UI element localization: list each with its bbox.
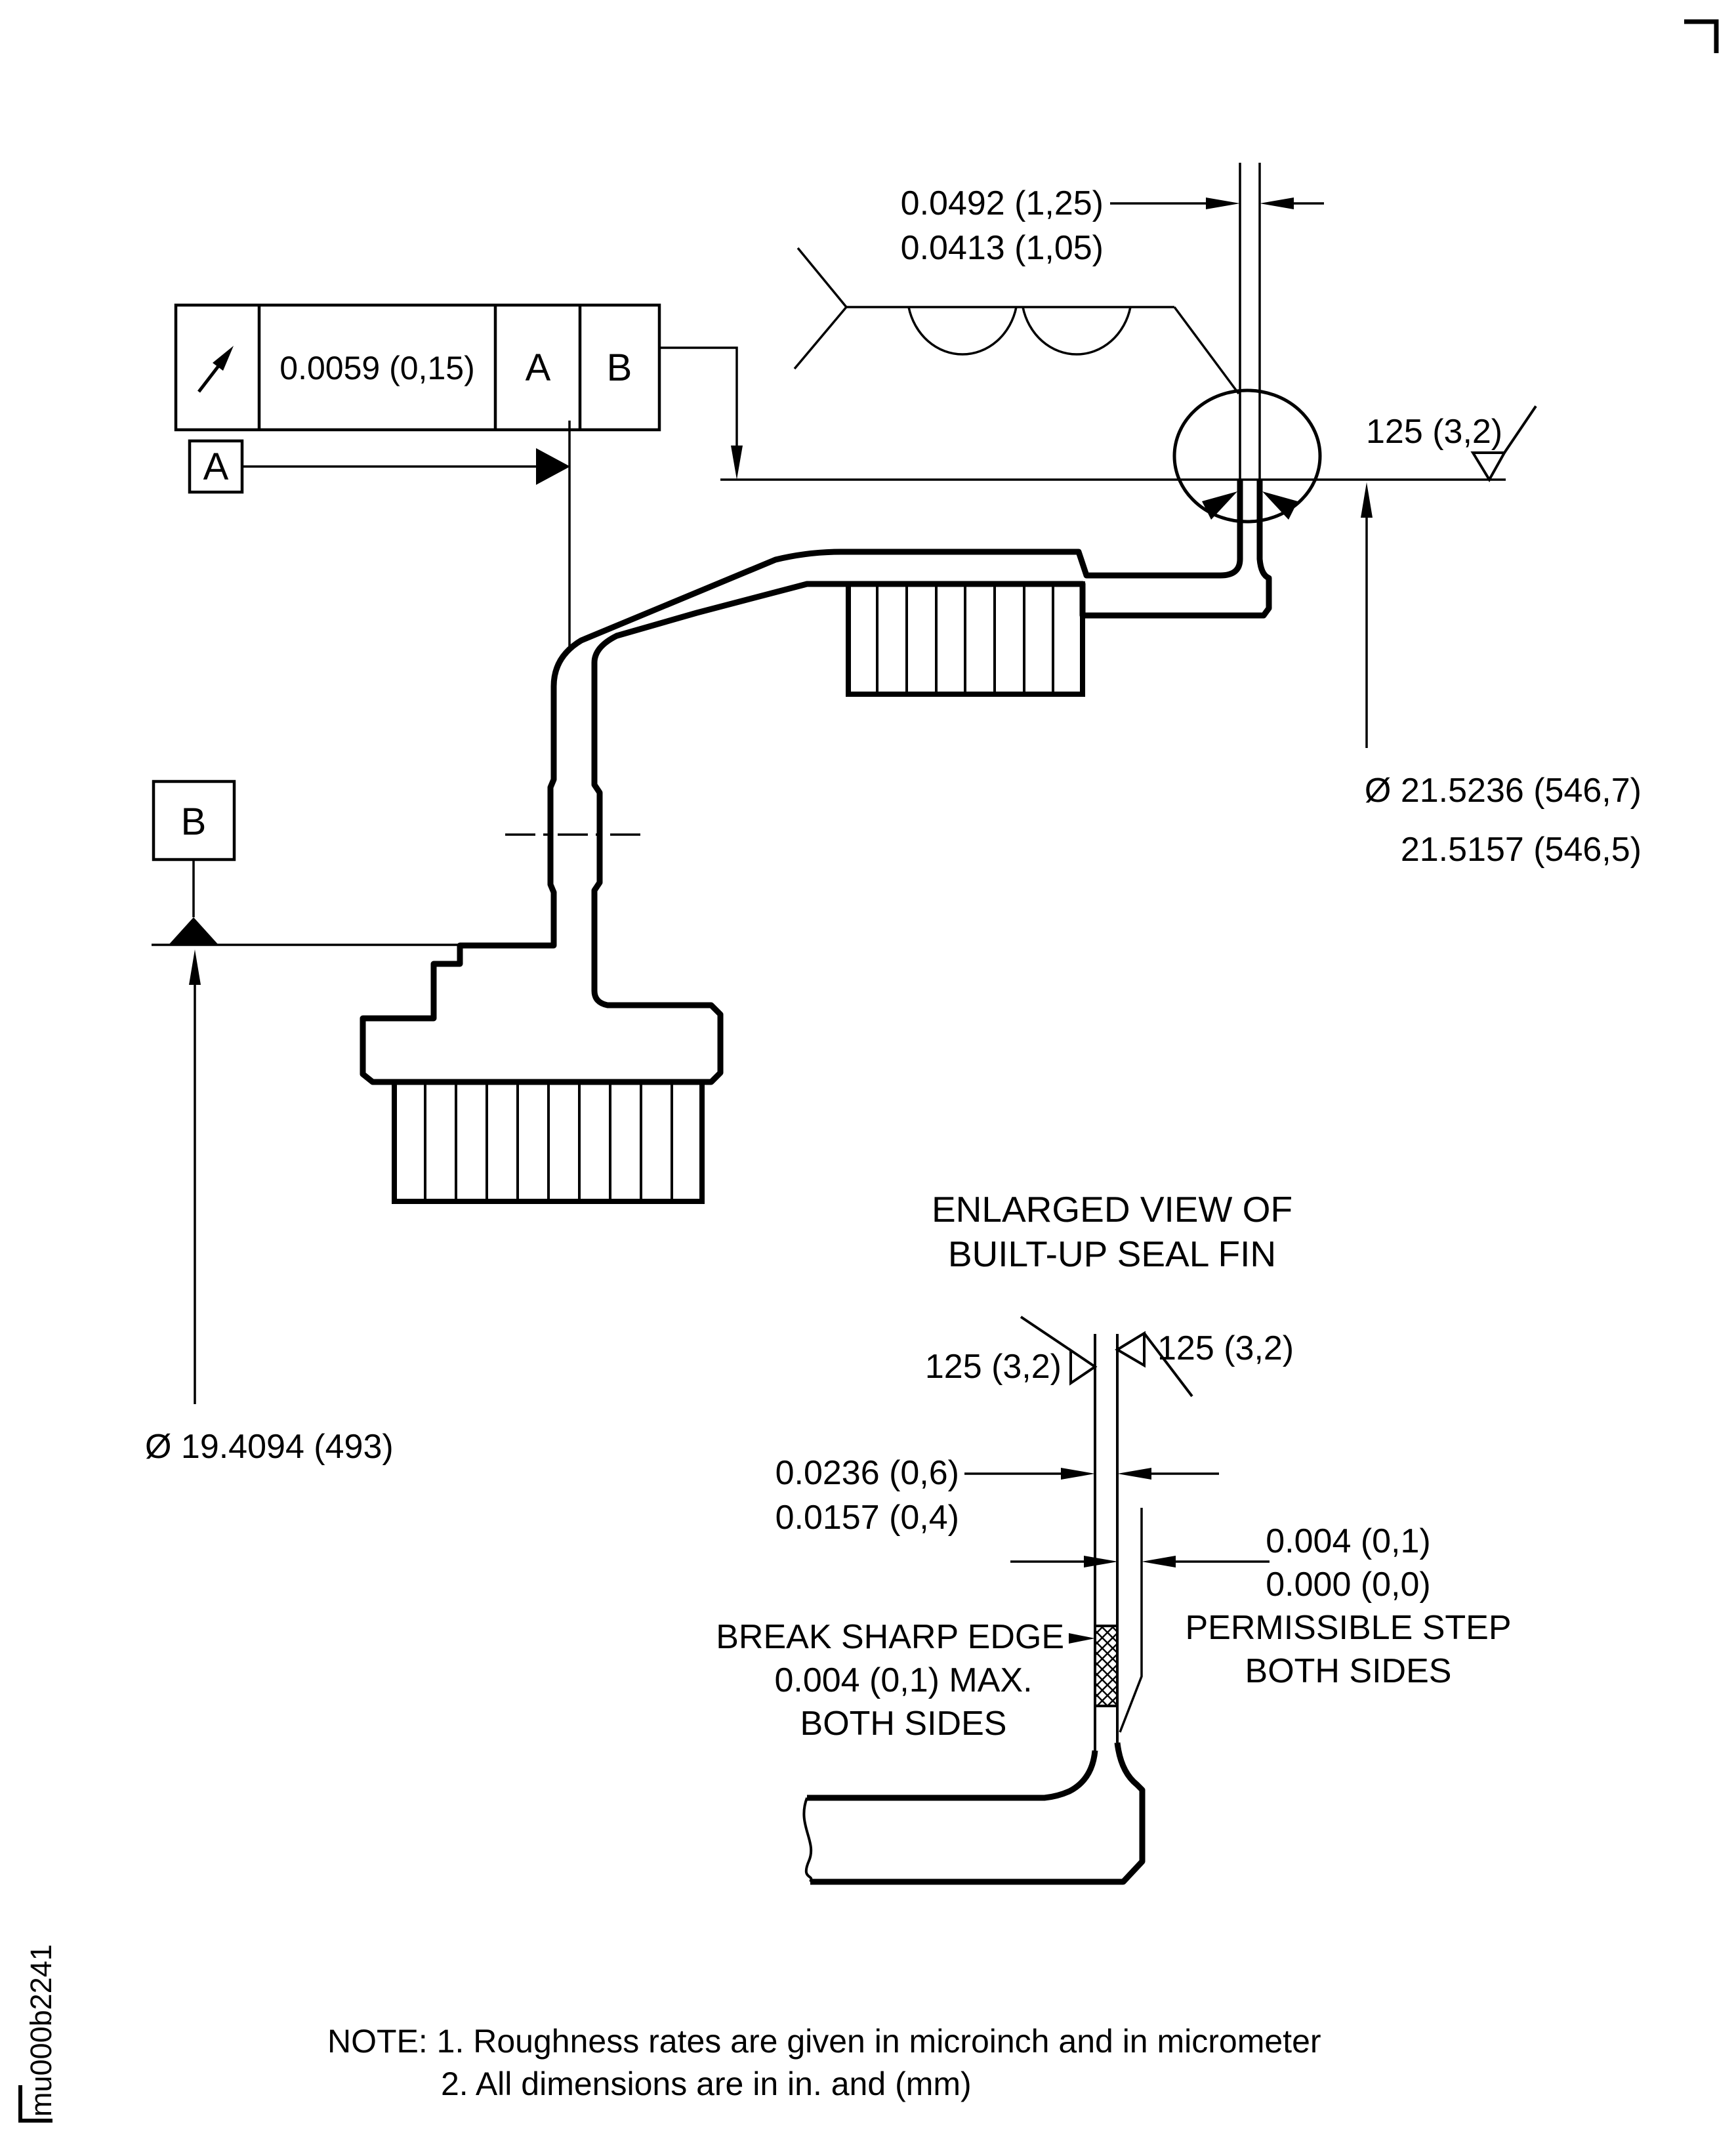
- datum-triangle-icon: [536, 448, 570, 485]
- fin-width-min-label: 0.0413 (1,05): [901, 229, 1104, 267]
- roughness-left-label: 125 (3,2): [925, 1348, 1062, 1386]
- arrowhead-left-icon: [1142, 1556, 1176, 1568]
- roughness-left-callout: 125 (3,2): [925, 1316, 1098, 1386]
- arrowhead-up-icon: [189, 949, 201, 985]
- enl-fin-width-max-label: 0.0236 (0,6): [775, 1454, 959, 1492]
- break-line2-label: 0.004 (0,1) MAX.: [774, 1661, 1032, 1699]
- phantom-shroud-outline: [793, 247, 1240, 395]
- arrowhead-left-icon: [1260, 197, 1294, 209]
- fin-tip-arrowhead-left-icon: [1202, 491, 1237, 520]
- break-line3-label: BOTH SIDES: [800, 1705, 1007, 1743]
- feature-control-frame: 0.0059 (0,15) A B: [174, 303, 743, 480]
- enlarged-title-line2: BUILT-UP SEAL FIN: [948, 1234, 1276, 1274]
- break-line-wavy: [802, 1797, 813, 1883]
- built-up-hatch-zone: [1094, 1625, 1119, 1707]
- seal-od-min-label: 21.5157 (546,5): [1401, 831, 1642, 869]
- drawing-id-label: mu000b2241: [24, 1944, 58, 2117]
- roughness-right-callout: 125 (3,2): [1115, 1329, 1294, 1398]
- fin-width-max-label: 0.0492 (1,25): [901, 184, 1104, 222]
- datum-b-callout: B: [152, 779, 459, 946]
- datum-triangle-icon: [169, 917, 218, 945]
- enlarged-view: ENLARGED VIEW OF BUILT-UP SEAL FIN 125 (…: [716, 1189, 1512, 1885]
- step-min-label: 0.000 (0,0): [1266, 1566, 1431, 1604]
- arrowhead-right-icon: [1206, 197, 1240, 209]
- fcf-datum-a-label: A: [526, 346, 551, 389]
- arrowhead-down-icon: [731, 446, 743, 480]
- step-extension-line: [1119, 1508, 1143, 1733]
- shroud-scallop-arc: [1022, 306, 1132, 356]
- bore-dia-dimension: Ø 19.4094 (493): [145, 949, 394, 1466]
- note-line1: NOTE: 1. Roughness rates are given in mi…: [327, 2023, 1321, 2060]
- roughness-main-label: 125 (3,2): [1366, 413, 1502, 451]
- break-line1-label: BREAK SHARP EDGE: [716, 1618, 1064, 1656]
- bore-dia-label: Ø 19.4094 (493): [145, 1428, 394, 1466]
- corner-mark-top-right: [1684, 19, 1719, 53]
- fcf-tolerance-label: 0.0059 (0,15): [279, 350, 474, 386]
- arrowhead-left-icon: [1117, 1468, 1151, 1480]
- roughness-right-label: 125 (3,2): [1157, 1329, 1294, 1367]
- lower-serrated-block: [392, 1079, 705, 1204]
- circular-runout-icon: [197, 346, 234, 393]
- main-view: 0.0492 (1,25) 0.0413 (1,05) 0.0059 (0,15…: [145, 163, 1642, 1466]
- surface-finish-icon: [1470, 451, 1507, 482]
- serration-lines: [424, 1082, 673, 1201]
- seal-od-max-label: Ø 21.5236 (546,7): [1365, 772, 1642, 810]
- part-outline: [360, 480, 1272, 1085]
- enlarged-base-outline: [802, 1742, 1146, 1885]
- enlarged-fin-sides: [1094, 1334, 1119, 1751]
- step-max-label: 0.004 (0,1): [1266, 1522, 1431, 1560]
- step-note1-label: PERMISSIBLE STEP: [1185, 1609, 1511, 1647]
- enlarged-title-line1: ENLARGED VIEW OF: [932, 1189, 1292, 1230]
- arrowhead-right-icon: [1084, 1556, 1118, 1568]
- datum-b-letter: B: [181, 800, 207, 843]
- arrowhead-up-icon: [1361, 482, 1373, 518]
- step-note2-label: BOTH SIDES: [1245, 1652, 1452, 1690]
- fcf-leader-line: [659, 346, 738, 446]
- fin-tip-arrowhead-right-icon: [1262, 491, 1298, 520]
- surface-finish-icon: [1069, 1348, 1098, 1386]
- seal-od-dimension: Ø 21.5236 (546,7) 21.5157 (546,5): [1361, 482, 1642, 869]
- shroud-scallop-arc: [907, 306, 1018, 356]
- datum-a-letter: A: [203, 446, 229, 488]
- step-dimension: 0.004 (0,1) 0.000 (0,0) PERMISSIBLE STEP…: [1010, 1508, 1512, 1733]
- upper-serrated-block: [846, 581, 1085, 697]
- fin-width-dimension: 0.0492 (1,25) 0.0413 (1,05): [901, 163, 1324, 480]
- arrowhead-right-icon: [1069, 1633, 1095, 1644]
- fcf-datum-b-label: B: [607, 346, 632, 389]
- break-edge-note: BREAK SHARP EDGE 0.004 (0,1) MAX. BOTH S…: [716, 1618, 1095, 1743]
- arrowhead-right-icon: [1061, 1468, 1095, 1480]
- serration-lines: [876, 584, 1054, 694]
- corner-mark-bottom-left: [18, 2085, 52, 2123]
- enlarged-fin-width-dimension: 0.0236 (0,6) 0.0157 (0,4): [775, 1454, 1219, 1537]
- fin-extension-lines: [1239, 163, 1261, 480]
- enlarged-area-balloon: [1172, 388, 1322, 524]
- surface-roughness-main: 125 (3,2): [1366, 405, 1537, 482]
- surface-finish-icon: [1115, 1331, 1146, 1368]
- datum-a-callout: A: [188, 421, 571, 650]
- enl-fin-width-min-label: 0.0157 (0,4): [775, 1499, 959, 1537]
- note-line2: 2. All dimensions are in in. and (mm): [441, 2066, 972, 2102]
